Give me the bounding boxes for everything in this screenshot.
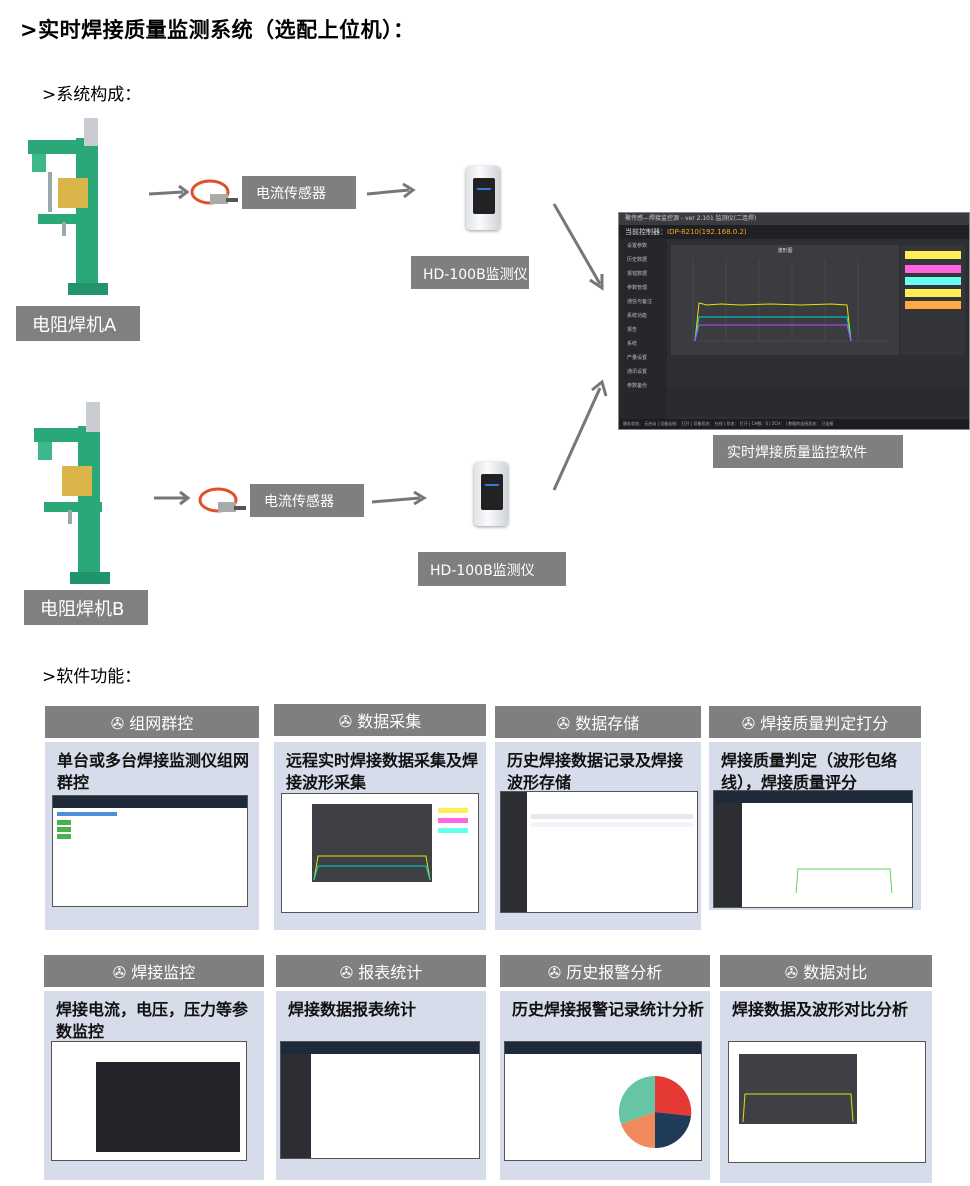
menu-item[interactable]: 报错数据 <box>627 271 648 277</box>
arrow-icon <box>148 182 416 200</box>
feature-screenshot <box>713 790 913 908</box>
menu-item[interactable]: 报告 <box>627 327 638 333</box>
menu-item[interactable]: 产量设置 <box>627 355 648 361</box>
menu-item[interactable]: 参数备份 <box>627 383 648 389</box>
section-software: >软件功能： <box>42 667 142 687</box>
current-sensor-image <box>198 487 246 513</box>
feature-screenshot <box>280 1041 480 1159</box>
feature-card-quality: 焊接质量判定（波形包络线），焊接质量评分 <box>709 742 921 910</box>
feature-desc: 远程实时焊接数据采集及焊接波形采集 <box>286 751 479 792</box>
feature-head-compare: ✇ 数据对比 <box>720 955 932 987</box>
feature-head-report: ✇ 报表统计 <box>276 955 486 987</box>
monitor-device-image-a <box>466 166 500 230</box>
page-title: >实时焊接质量监测系统（选配上位机）： <box>20 18 415 42</box>
feature-screenshot <box>281 793 479 913</box>
alarm-pie-chart <box>618 1075 692 1149</box>
welding-machine-a-image <box>28 118 108 295</box>
machine-b-label: 电阻焊机B <box>24 590 148 625</box>
channel-bar <box>667 387 969 417</box>
feature-desc: 焊接数据报表统计 <box>288 1000 417 1019</box>
window-title: 聚传感—焊接监控源 - ver 2.101 监测仪(二连焊) <box>619 213 969 225</box>
feature-desc: 焊接质量判定（波形包络线），焊接质量评分 <box>721 751 898 792</box>
feature-head-networking: ✇ 组网群控 <box>45 706 259 738</box>
feature-desc: 历史焊接数据记录及焊接波形存储 <box>507 751 684 792</box>
feature-desc: 历史焊接报警记录统计分析 <box>512 1000 705 1019</box>
monitor-device-image-b <box>474 462 508 526</box>
menu-item[interactable]: 系统功能 <box>627 313 648 319</box>
address-label: 当前控制器： <box>625 228 667 236</box>
sensor-label-b: 电流传感器 <box>250 484 364 517</box>
menu-item[interactable]: 设置参数 <box>627 243 648 249</box>
feature-screenshot <box>52 795 248 907</box>
menu-item[interactable]: 参数管理 <box>627 285 648 291</box>
feature-desc: 焊接数据及波形对比分析 <box>732 1000 909 1019</box>
feature-card-collection: 远程实时焊接数据采集及焊接波形采集 <box>274 742 486 930</box>
menu-item[interactable]: 历史数据 <box>627 257 648 263</box>
feature-head-alarm: ✇ 历史报警分析 <box>500 955 710 987</box>
feature-desc: 单台或多台焊接监测仪组网群控 <box>57 751 250 792</box>
controller-address: IDP-8210(192.168.0.2) <box>667 228 747 236</box>
menu-item[interactable]: 通信与备注 <box>627 299 653 305</box>
machine-a-label: 电阻焊机A <box>16 306 140 341</box>
feature-screenshot <box>504 1041 702 1161</box>
arrow-icon <box>154 490 427 506</box>
welding-machine-b-image <box>34 402 110 584</box>
menu-item[interactable]: 通讯设置 <box>627 369 648 375</box>
status-bar: 服务状态： 无启动 | 设备连接： 打开 | 设备状态： 在线 | 状态： 打开… <box>619 419 969 429</box>
device-label-a: HD-100B监测仪 <box>411 256 529 289</box>
current-sensor-image <box>190 179 238 205</box>
feature-card-networking: 单台或多台焊接监测仪组网群控 <box>45 742 259 930</box>
waveform-plot: 波形图 <box>671 245 899 355</box>
feature-head-monitoring: ✇ 焊接监控 <box>44 955 264 987</box>
feature-card-monitoring: 焊接电流，电压，压力等参数监控 <box>44 991 264 1180</box>
feature-card-alarm: 历史焊接报警记录统计分析 <box>500 991 710 1180</box>
software-label: 实时焊接质量监控软件 <box>713 435 903 468</box>
feature-head-quality: ✇ 焊接质量判定打分 <box>709 706 921 738</box>
feature-screenshot <box>500 791 698 913</box>
sensor-label-a: 电流传感器 <box>242 176 356 209</box>
feature-head-collection: ✇ 数据采集 <box>274 704 486 736</box>
sidebar: 设置参数 历史数据 报错数据 参数管理 通信与备注 系统功能 报告 系统 产量设… <box>619 239 667 419</box>
arrow-icon <box>552 203 608 491</box>
software-window: 聚传感—焊接监控源 - ver 2.101 监测仪(二连焊) 当前控制器：IDP… <box>618 212 970 430</box>
feature-screenshot <box>728 1041 926 1163</box>
feature-screenshot <box>51 1041 247 1161</box>
feature-card-storage: 历史焊接数据记录及焊接波形存储 <box>495 742 701 930</box>
feature-desc: 焊接电流，电压，压力等参数监控 <box>56 1000 249 1041</box>
chart-title: 波形图 <box>777 248 793 254</box>
feature-card-compare: 焊接数据及波形对比分析 <box>720 991 932 1183</box>
menu-item[interactable]: 系统 <box>627 341 638 347</box>
feature-card-report: 焊接数据报表统计 <box>276 991 486 1180</box>
section-system: >系统构成： <box>42 85 142 105</box>
parameter-panel <box>901 245 965 355</box>
device-label-b: HD-100B监测仪 <box>418 552 566 586</box>
feature-head-storage: ✇ 数据存储 <box>495 706 701 738</box>
